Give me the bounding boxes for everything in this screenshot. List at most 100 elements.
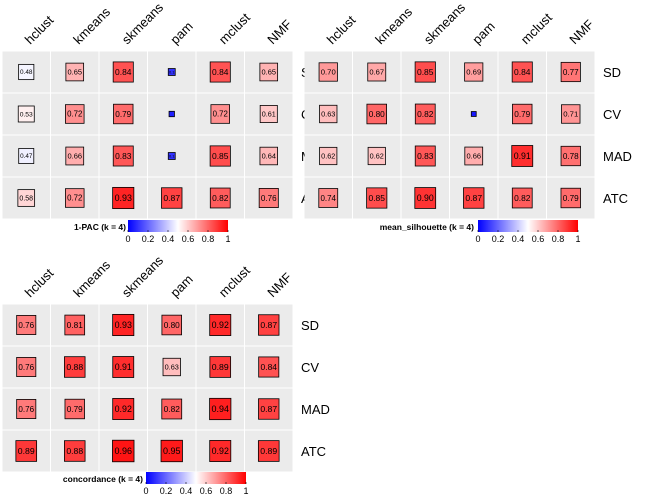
value-square: [257, 440, 280, 462]
value-label: 0.82: [164, 404, 181, 414]
legend-tick-label: 0.6: [200, 486, 213, 496]
value-square: [319, 104, 338, 124]
value-label: 0.76: [18, 405, 34, 414]
legend-tick-label: 0: [475, 234, 480, 244]
value-square: [414, 187, 437, 209]
value-label: 0.95: [163, 446, 181, 456]
value-square: [162, 357, 181, 377]
value-label: 0.74: [321, 194, 337, 203]
value-label: 0.85: [417, 67, 434, 77]
value-square: [161, 187, 183, 209]
value-label: 0.87: [163, 193, 180, 203]
value-square: [209, 314, 232, 336]
column-label: skmeans: [119, 0, 167, 47]
value-square: [259, 146, 278, 166]
column-label: mclust: [518, 10, 555, 47]
value-square: [17, 189, 36, 207]
value-square: [560, 187, 581, 209]
value-square: [16, 357, 37, 377]
value-square: [18, 148, 35, 164]
value-square: [258, 188, 279, 208]
value-square: [511, 145, 534, 167]
value-label: 0.79: [115, 110, 131, 119]
legend-tick-label: 0.2: [492, 234, 505, 244]
value-square: [112, 439, 135, 463]
value-square: [367, 146, 386, 166]
value-square: [209, 187, 231, 209]
value-label: 0.89: [260, 446, 277, 456]
value-square: [318, 62, 338, 82]
legend-gradient-bar: [478, 220, 578, 232]
column-label: hclust: [22, 265, 57, 300]
value-label: 0.58: [19, 195, 33, 202]
column-label: pam: [167, 19, 195, 47]
legend-tick-label: 0.2: [160, 486, 173, 496]
value-label: 0.91: [514, 151, 531, 161]
value-label: 0.1: [169, 69, 175, 74]
value-square: [64, 398, 85, 420]
value-label: 0.83: [417, 151, 434, 161]
value-square: [168, 110, 175, 118]
legend-tick-label: 0.8: [552, 234, 565, 244]
column-label: pam: [469, 19, 497, 47]
value-label: 0.84: [514, 67, 531, 77]
value-label: 0.89: [18, 446, 35, 456]
value-label: 0.79: [563, 194, 579, 203]
legend-title: concordance (k = 4): [63, 474, 143, 484]
legend-tick-label: 0: [125, 234, 130, 244]
value-label: 0.77: [563, 68, 579, 77]
legend-tick-label: 0.4: [512, 234, 525, 244]
value-label: 0.80: [164, 321, 180, 330]
value-label: 0.65: [68, 68, 82, 77]
column-label: kmeans: [372, 4, 415, 47]
value-square: [17, 105, 35, 123]
value-square: [463, 187, 485, 209]
value-square: [259, 62, 279, 82]
value-label: 0.62: [370, 152, 384, 161]
value-square: [210, 104, 230, 124]
legend-tick-label: 0: [143, 486, 148, 496]
value-label: 0.62: [321, 152, 335, 161]
value-label: 0.79: [67, 405, 83, 414]
value-square: [209, 397, 232, 421]
value-square: [258, 356, 280, 378]
value-label: 0.96: [114, 446, 132, 456]
value-square: [512, 103, 533, 125]
value-square: [258, 398, 280, 420]
row-label: MAD: [301, 402, 330, 417]
value-label: 0.82: [417, 109, 434, 119]
value-label: 0.90: [417, 193, 434, 203]
value-square: [65, 62, 85, 82]
value-label: 0.65: [262, 68, 276, 77]
heatmap-panel-1: hclustkmeansskmeanspammclustNMFSDCVMADAT…: [2, 0, 330, 244]
row-label: ATC: [301, 444, 326, 459]
value-label: 0.72: [67, 110, 82, 119]
value-square: [18, 63, 35, 81]
value-label: 0.87: [260, 320, 277, 330]
value-square: [16, 399, 37, 419]
value-label: 0.87: [465, 193, 482, 203]
value-label: 0.66: [67, 152, 82, 161]
value-label: 0.53: [20, 111, 33, 118]
column-label: NMF: [264, 270, 295, 301]
value-square: [16, 315, 37, 335]
value-label: 0.72: [67, 194, 82, 203]
value-square: [366, 187, 388, 209]
value-label: 0.76: [18, 363, 34, 372]
value-square: [209, 440, 232, 462]
legend-tick-label: 0.4: [180, 486, 193, 496]
value-label: 0.84: [115, 67, 132, 77]
value-square: [64, 314, 86, 336]
row-label: SD: [603, 65, 621, 80]
value-square: [319, 146, 338, 166]
value-square: [366, 103, 387, 125]
value-label: 0.78: [563, 152, 579, 161]
value-label: 0.69: [466, 68, 481, 77]
value-square: [464, 146, 484, 166]
value-square: [64, 356, 86, 378]
value-square: [511, 61, 533, 83]
legend-tick-label: 0.6: [532, 234, 545, 244]
